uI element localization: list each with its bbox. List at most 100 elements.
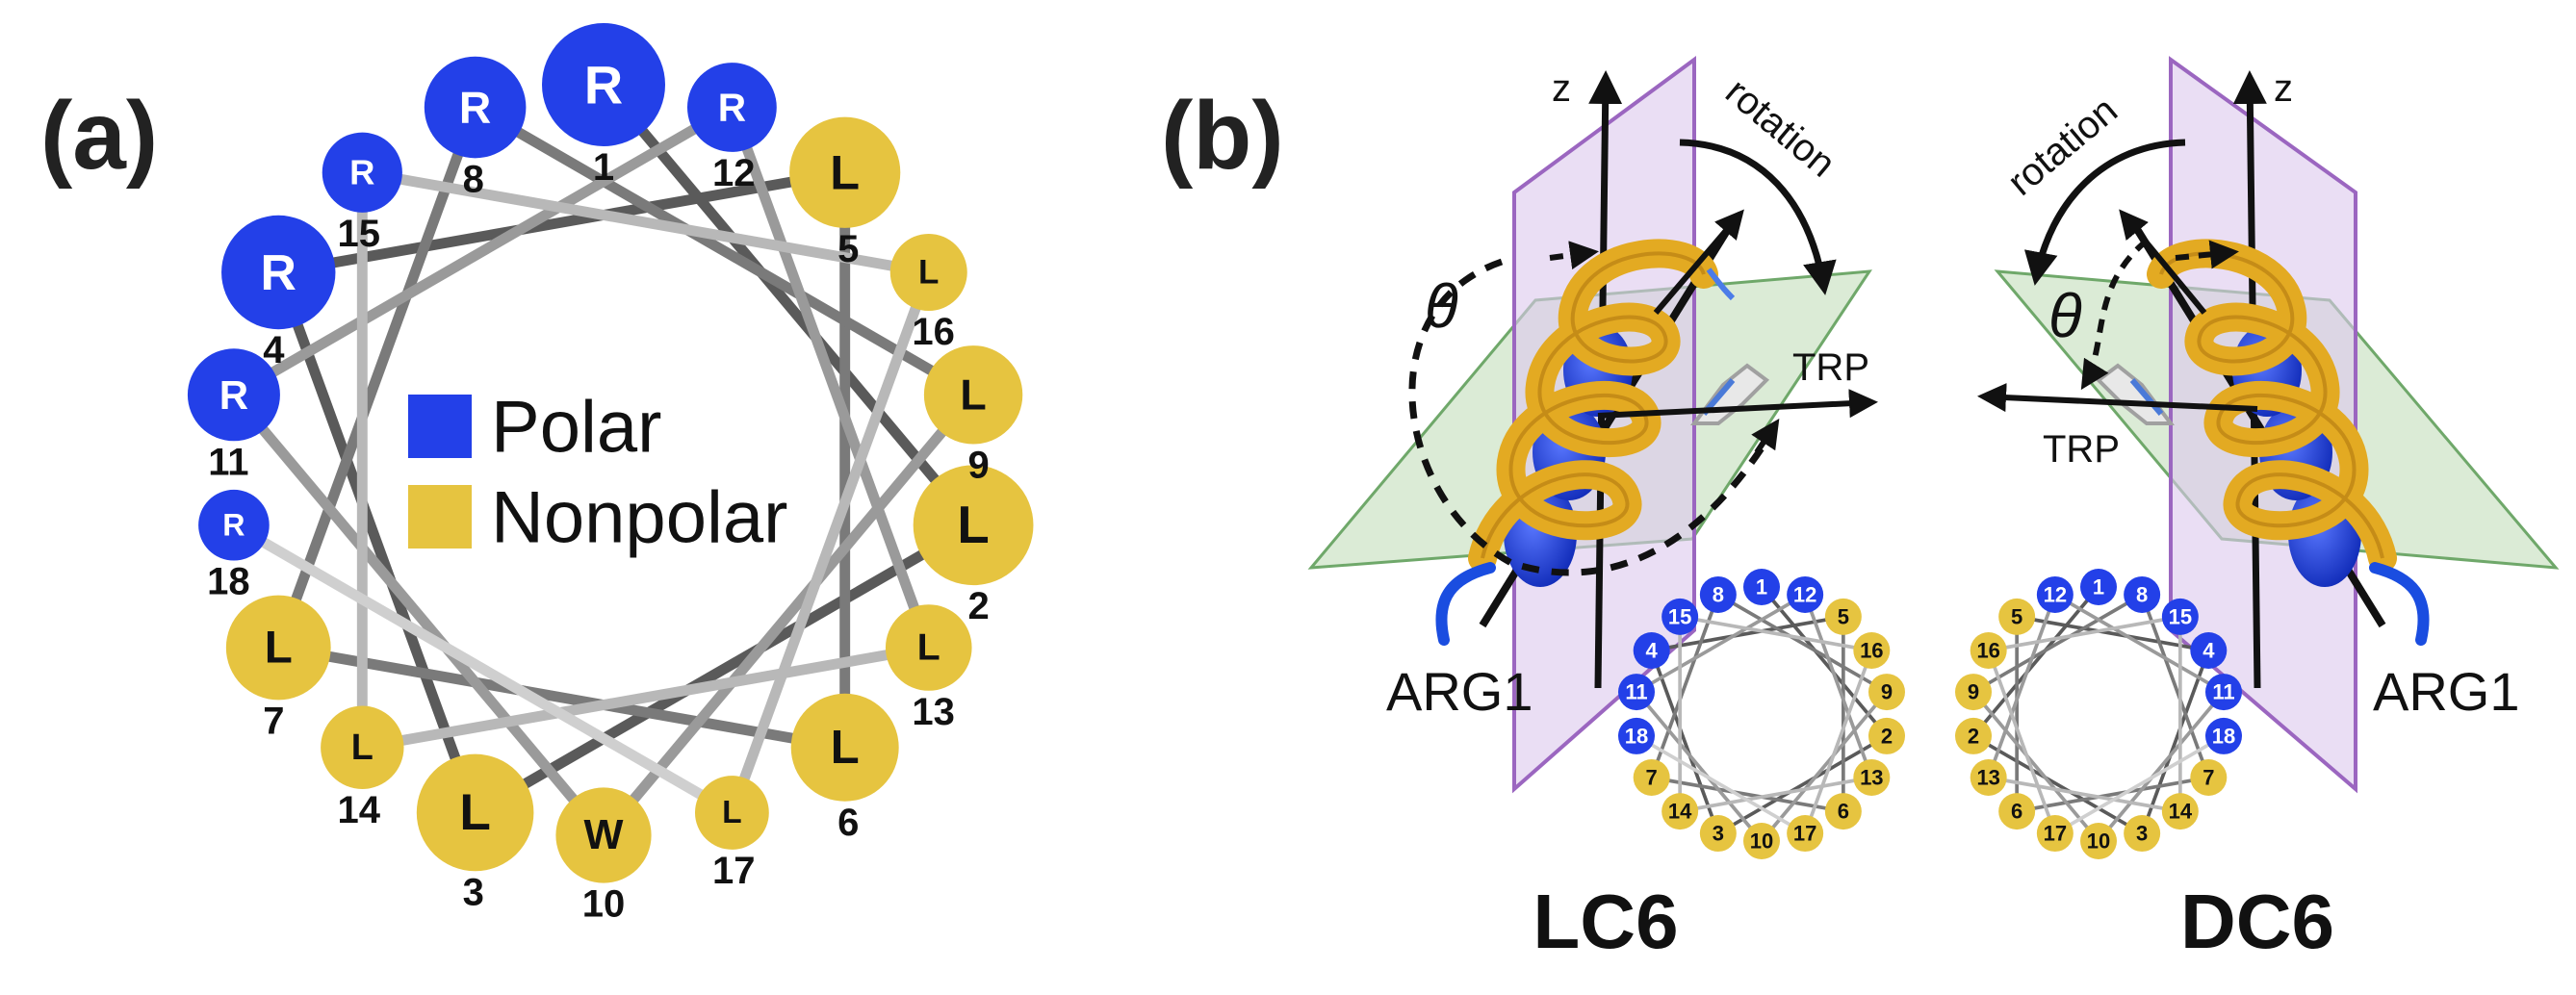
dc6-wheel-residue-node	[2161, 598, 2199, 635]
dc6-wheel-residue-node	[1970, 632, 2007, 669]
lc6-wheel-residue-letter: 10	[1750, 829, 1773, 854]
dc6-wheel-residue-node	[2204, 674, 2242, 711]
lc6-wheel-residue-letter: 16	[1860, 639, 1883, 663]
lc6-wheel-residue-node	[1618, 717, 1656, 754]
wheel-connection	[273, 270, 480, 815]
dc6-wheel-residue-node	[2190, 759, 2228, 796]
dc6-wheel-residue-node	[2124, 815, 2161, 853]
dc6-wheel-residue-node	[2036, 815, 2074, 853]
wheel-residue-letter: L	[960, 370, 986, 419]
lc6-wheel-residue-node	[1662, 598, 1699, 635]
dc6-wheel-residue-node	[1955, 674, 1993, 711]
dc6-wheel-residue-node	[1970, 759, 2007, 796]
lc6-wheel-residue-node	[1699, 815, 1737, 853]
dc6-wheel-connection	[1988, 776, 2181, 813]
dc6-wheel-connection	[2140, 594, 2211, 778]
wheel-residue-node	[322, 132, 402, 213]
lc6-model: z TRP rotation θ ARG1	[1307, 56, 1905, 964]
lc6-wheel-residue-letter: 9	[1881, 680, 1893, 704]
lc6-label: LC6	[1533, 879, 1678, 964]
lc6-wheel-residue-letter: 18	[1625, 724, 1648, 748]
dc6-wheel-residue-node	[1998, 793, 2036, 830]
wheel-residue-node	[923, 345, 1023, 445]
lc6-wheel-connection	[1716, 593, 1888, 694]
lc6-mini-wheel-connections	[1635, 585, 1889, 843]
wheel-residue-number: 14	[337, 789, 380, 831]
lc6-wheel-residue-letter: 4	[1646, 639, 1659, 663]
wheel-residue-number: 1	[593, 146, 614, 189]
dc6-wheel-residue-node	[2080, 823, 2117, 859]
legend: Polar Nonpolar	[408, 387, 787, 559]
wheel-residue-letter: L	[918, 254, 939, 292]
lc6-wheel-residue-node	[1743, 569, 1780, 605]
lc6-wheel-residue-letter: 13	[1860, 766, 1883, 790]
dc6-theta-arc	[2080, 238, 2149, 391]
wheel-residue-letter: L	[830, 145, 860, 200]
dc6-wheel-residue-letter: 6	[2011, 800, 2022, 824]
dc6-wheel-residue-node	[2036, 575, 2074, 613]
dc6-wheel-connection	[1971, 690, 2100, 843]
dc6-wheel-residue-letter: 16	[1976, 639, 1999, 663]
wheel-residue-letter: R	[459, 83, 491, 133]
lc6-wheel-residue-node	[1633, 632, 1670, 669]
wheel-connection	[472, 102, 976, 400]
lc6-wheel-residue-letter: 1	[1756, 575, 1767, 600]
dc6-wheel-connection	[2053, 734, 2225, 835]
wheel-residue-node	[889, 234, 967, 311]
dc6-wheel-residue-node	[1998, 598, 2036, 635]
lc6-wheel-connection	[1679, 615, 1872, 652]
wheel-residue-node	[913, 465, 1034, 586]
wheel-residue-number: 2	[967, 585, 989, 627]
wheel-residue-number: 16	[912, 311, 955, 353]
dc6-wheel-residue-letter: 11	[2212, 680, 2234, 704]
dc6-wheel-connection	[1988, 615, 2181, 652]
wheel-connection	[231, 102, 735, 400]
lc6-wheel-connection	[1636, 734, 1807, 835]
wheel-residue-letter: L	[957, 496, 989, 554]
wheel-connection	[727, 270, 934, 815]
lc6-rotation-label: rotation	[1717, 70, 1842, 185]
helical-wheel-a: R1L2L3R4L5L6L7R8L9W10R11R12L13L14R15L16L…	[187, 23, 1034, 926]
dc6-rotation-label: rotation	[2000, 89, 2125, 203]
wheel-residue-number: 12	[712, 152, 756, 194]
wheel-connection	[727, 105, 934, 650]
wheel-connection	[229, 391, 608, 839]
wheel-residue-node	[789, 116, 901, 228]
wheel-residue-node	[694, 776, 769, 850]
wheel-residue-node	[221, 215, 336, 330]
wheel-residue-number: 13	[912, 691, 955, 733]
dc6-wheel-residue-letter: 10	[2087, 829, 2110, 854]
wheel-residue-letter: L	[265, 623, 293, 674]
dc6-wheel-residue-node	[2124, 575, 2161, 613]
lc6-theta-label: θ	[1425, 271, 1458, 341]
lc6-wheel-residue-letter: 12	[1793, 582, 1816, 606]
lc6-helix	[1435, 218, 1737, 646]
lc6-wheel-residue-letter: 3	[1713, 822, 1724, 846]
wheel-connection	[361, 166, 930, 278]
wheel-residue-number: 8	[463, 158, 484, 200]
lc6-wheel-connection	[1649, 594, 1720, 778]
lc6-z-label: z	[1552, 67, 1571, 110]
wheel-residue-node	[198, 489, 270, 561]
lc6-wheel-residue-letter: 15	[1668, 604, 1691, 628]
dc6-wheel-residue-node	[2204, 717, 2242, 754]
dc6-arg1-label: ARG1	[2373, 661, 2520, 722]
wheel-residue-letter: L	[459, 784, 491, 841]
dc6-wheel-residue-letter: 7	[2202, 766, 2214, 790]
wheel-connections	[229, 81, 978, 839]
wheel-residue-letter: W	[584, 812, 624, 858]
wheel-connection	[273, 105, 480, 650]
dc6-wheel-residue-letter: 15	[2169, 604, 2192, 628]
wheel-residue-node	[790, 693, 899, 802]
dc6-wheel-residue-letter: 14	[2169, 800, 2193, 824]
dc6-wheel-residue-letter: 1	[2093, 575, 2104, 600]
wheel-residue-node	[416, 753, 534, 872]
wheel-connection	[599, 81, 978, 529]
dc6-wheel-residue-node	[2080, 569, 2117, 605]
dc6-wheel-connection	[2097, 690, 2226, 843]
lc6-wheel-residue-letter: 17	[1793, 822, 1816, 846]
lc6-wheel-residue-node	[1868, 717, 1905, 754]
lc6-arg1-label: ARG1	[1386, 661, 1533, 722]
